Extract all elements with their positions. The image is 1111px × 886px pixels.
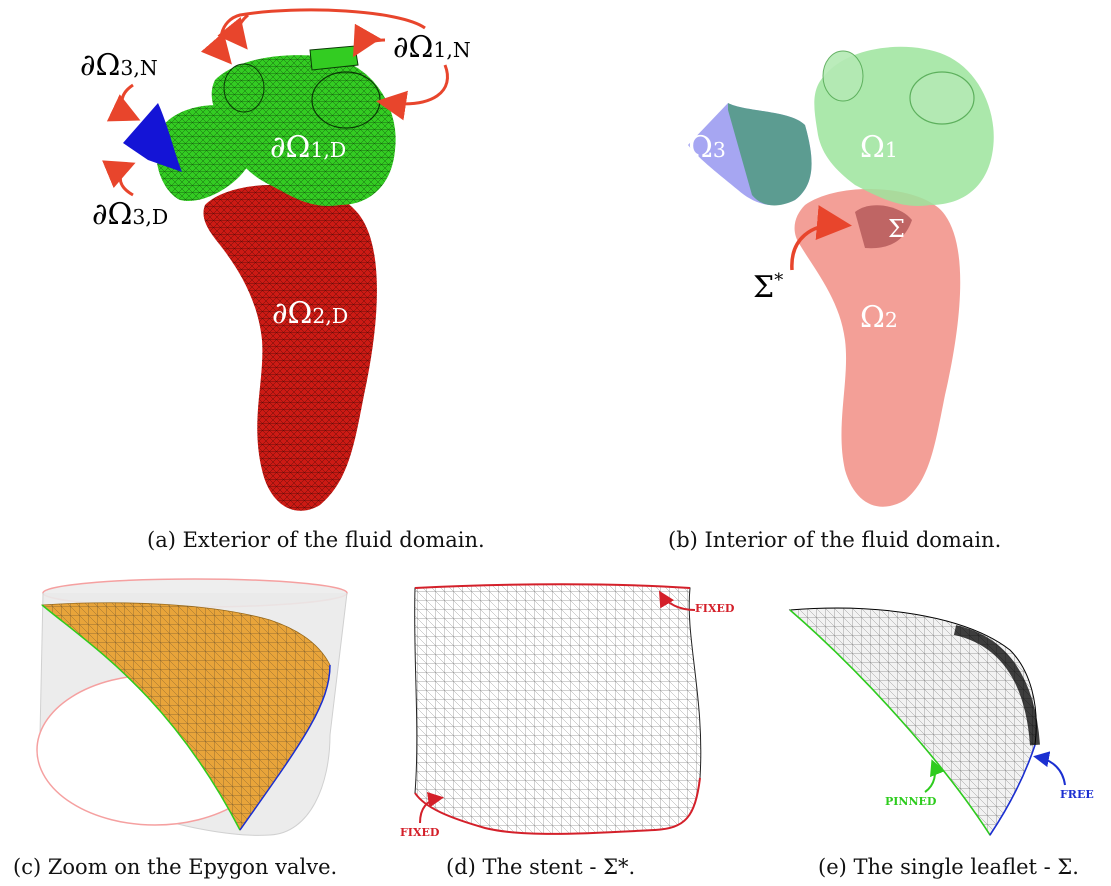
- panel-c-valve: [36, 578, 348, 836]
- arrow-pinned: [924, 759, 945, 793]
- caption-b: (b) Interior of the fluid domain.: [668, 528, 1002, 552]
- label-omega3: Ω3: [688, 130, 726, 165]
- tag-free: FREE: [1060, 788, 1094, 801]
- tag-fixed-top: FIXED: [695, 602, 735, 615]
- label-sigma-star: Σ*: [753, 270, 784, 305]
- label-omega1: Ω1: [860, 130, 898, 165]
- arrow-omega1N-loop: [376, 64, 449, 121]
- tag-fixed-bottom: FIXED: [400, 826, 440, 839]
- panel-d-figure: FIXED FIXED: [395, 578, 755, 848]
- arrow-sigma-star: [790, 205, 852, 271]
- arrow-omega3D: [102, 160, 136, 197]
- arrow-omega1N-right: [353, 23, 386, 58]
- label-omega1D: ∂Ω1,D: [270, 130, 347, 165]
- label-omega2: Ω2: [860, 300, 898, 335]
- label-omega3N: ∂Ω3,N: [80, 48, 158, 83]
- omega1-vein-left: [822, 50, 864, 102]
- panel-c-figure: [30, 575, 350, 840]
- sigma-leaflet: [855, 205, 912, 249]
- tag-pinned: PINNED: [885, 795, 937, 808]
- caption-d: (d) The stent - Σ*.: [446, 855, 636, 879]
- label-omega1N: ∂Ω1,N: [393, 30, 471, 65]
- panel-a-figure: ∂Ω3,N ∂Ω1,N ∂Ω1,D ∂Ω3,D ∂Ω2,D: [0, 0, 540, 520]
- label-omega3D: ∂Ω3,D: [92, 197, 169, 232]
- arrow-omega3N: [106, 83, 141, 122]
- omega1-vein-right: [909, 71, 975, 125]
- label-sigma: Σ: [888, 215, 905, 243]
- omega3-overlap: [728, 103, 812, 206]
- panel-b-domain: [688, 46, 994, 507]
- panel-d-stent: [414, 583, 702, 835]
- caption-a: (a) Exterior of the fluid domain.: [147, 528, 485, 552]
- panel-e-figure: PINNED FREE: [785, 595, 1111, 845]
- arrow-free: [1033, 751, 1066, 786]
- panel-a-mesh: [102, 8, 449, 511]
- panel-e-leaflet: [788, 607, 1066, 836]
- outlet-blue-mesh: [123, 103, 182, 172]
- arrow-fixed-top: [658, 590, 696, 611]
- arrow-fixed-bottom: [419, 791, 444, 824]
- panel-b-figure: Ω3 Ω1 Σ Σ* Ω2: [560, 0, 1111, 520]
- vein-top-mesh: [309, 45, 359, 71]
- label-omega2D: ∂Ω2,D: [272, 296, 349, 331]
- caption-c: (c) Zoom on the Epygon valve.: [13, 855, 338, 879]
- caption-e: (e) The single leaflet - Σ.: [818, 855, 1079, 879]
- omega2-region: [794, 188, 961, 507]
- arrow-omega1N-top2: [217, 13, 249, 50]
